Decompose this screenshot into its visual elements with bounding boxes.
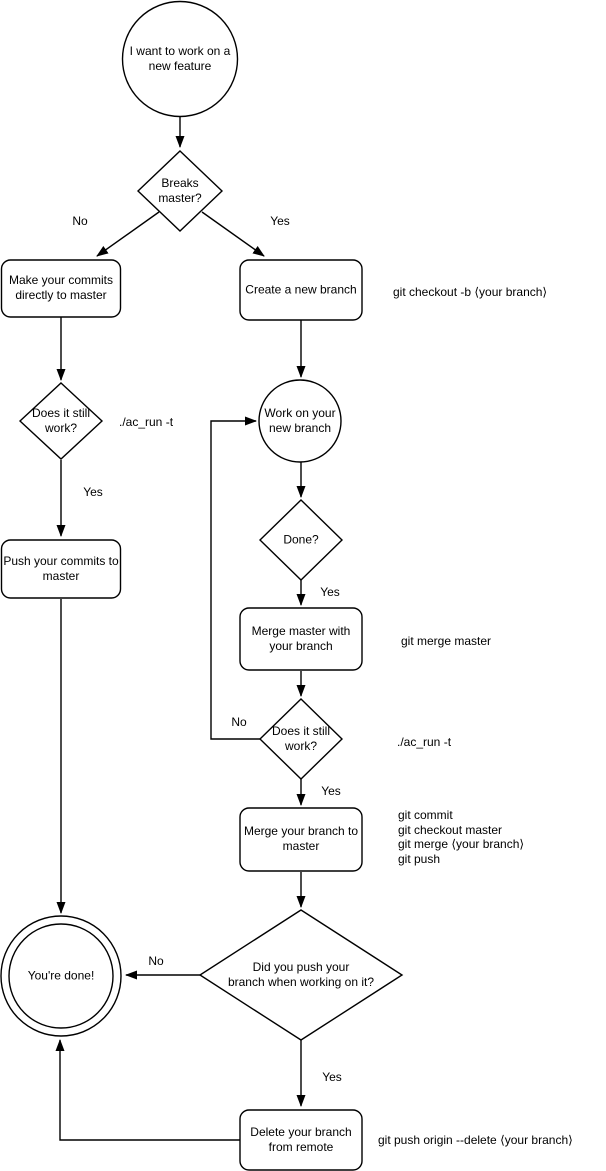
did-push-diamond-shape (198, 909, 404, 1041)
work-branch-circle-shape (258, 379, 342, 463)
merge-branch-box-shape (239, 807, 363, 872)
make-commits-box-shape (0, 259, 122, 318)
delete-branch-box-shape (239, 1109, 363, 1171)
does-it-work-1-diamond-shape (18, 382, 104, 460)
edges (55, 117, 306, 1141)
done-q-diamond-shape (258, 499, 344, 581)
edge-work2-no-loop (210, 416, 260, 740)
does-it-work-2-diamond-shape (258, 698, 344, 780)
start-circle-shape (121, 0, 239, 118)
edge-delete-to-done (55, 1039, 240, 1141)
merge-master-box-shape (239, 607, 363, 671)
nodes (0, 0, 404, 1171)
create-branch-box-shape (239, 259, 363, 321)
breaks-master-diamond-shape (136, 150, 224, 232)
push-commits-box-shape (0, 539, 122, 599)
edge-breaks-yes (201, 211, 265, 257)
edge-breaks-no (96, 211, 160, 257)
youre-done-inner-circle-shape (8, 923, 114, 1029)
